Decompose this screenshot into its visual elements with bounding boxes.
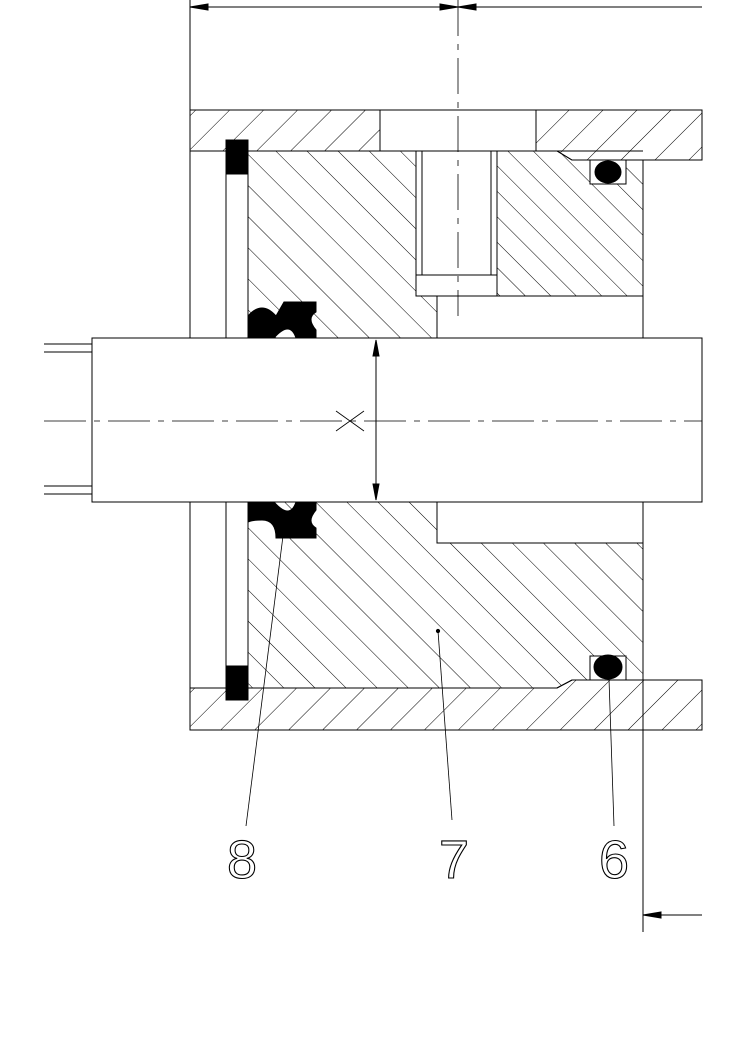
gland-body-upper [247, 150, 644, 339]
leader-lines [245, 535, 615, 827]
lip-seal-upper [247, 301, 317, 339]
o-ring-upper [589, 159, 627, 185]
o-ring-lower [589, 654, 627, 681]
lip-seal-lower [247, 501, 317, 539]
bottom-dimension [642, 911, 702, 919]
callout-8: 8 [227, 830, 257, 890]
callout-6: 6 [599, 830, 629, 890]
top-dimension [189, 0, 702, 110]
retainer-ring [225, 139, 249, 701]
centerlines [44, 0, 702, 432]
gland-body-lower [247, 501, 644, 932]
diameter-dimension [372, 339, 380, 501]
shaft [44, 337, 703, 503]
callout-7: 7 [439, 830, 469, 890]
